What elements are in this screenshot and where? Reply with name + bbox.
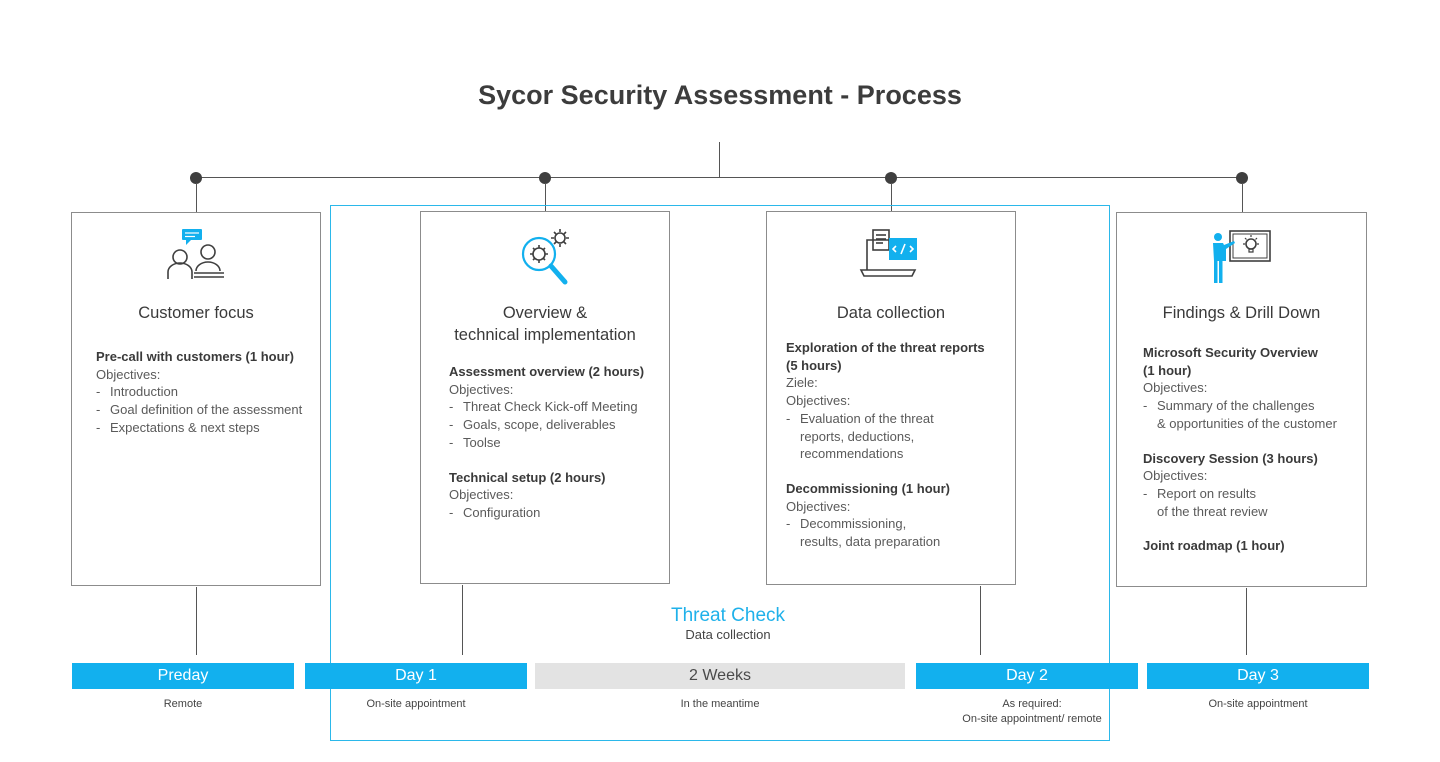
customer-chat-icon	[72, 227, 320, 287]
card-customer-focus: Customer focus Pre-call with customers (…	[71, 212, 321, 586]
section-heading: Discovery Session (3 hours)	[1143, 450, 1318, 466]
presenter-board-icon	[1117, 227, 1366, 287]
card-title-line: Data collection	[836, 304, 946, 322]
bullet-item-continuation: results, data preparation	[800, 534, 941, 550]
page-title: Sycor Security Assessment - Process	[478, 80, 962, 110]
timeline-sub-day3: On-site appointment	[1208, 698, 1308, 710]
timeline-connector	[1246, 588, 1247, 655]
section-line: Objectives:	[449, 487, 514, 503]
laptop-code-icon	[767, 226, 1015, 286]
timeline-bar-day2: Day 2	[916, 663, 1138, 689]
card-title-line: technical implementation	[454, 326, 636, 344]
section-line: Objectives:	[786, 498, 851, 514]
section-heading: Joint roadmap (1 hour)	[1143, 538, 1285, 554]
threat-check-frame	[330, 205, 1110, 741]
timeline-sub-2weeks: In the meantime	[680, 698, 760, 710]
card-title-line: Findings & Drill Down	[1162, 304, 1321, 322]
card-overview: Overview & technical implementation Asse…	[420, 211, 670, 584]
threat-check-subtitle: Data collection	[685, 627, 771, 642]
timeline-sub-day1: On-site appointment	[366, 698, 466, 710]
timeline-bar-day3: Day 3	[1147, 663, 1369, 689]
connector-drop	[1242, 183, 1243, 212]
bullet-item: -Configuration	[449, 504, 541, 520]
timeline-connector	[196, 587, 197, 655]
timeline-connector	[462, 585, 463, 655]
connector-dot	[539, 172, 551, 184]
section-heading: (1 hour)	[1143, 362, 1192, 378]
section-line: Objectives:	[786, 393, 851, 409]
section-heading: (5 hours)	[786, 357, 842, 373]
connector-dot	[885, 172, 897, 184]
connector-dot	[190, 172, 202, 184]
timeline-bar-day1: Day 1	[305, 663, 527, 689]
connector-drop	[545, 183, 546, 211]
bullet-item-continuation: & opportunities of the customer	[1157, 415, 1337, 431]
timeline-sub-day2: As required: On-site appointment/ remote	[962, 698, 1102, 725]
bullet-item: -Threat Check Kick-off Meeting	[449, 399, 638, 415]
connector-dot	[1236, 172, 1248, 184]
card-findings: Findings & Drill Down Microsoft Security…	[1116, 212, 1367, 587]
section-line: Objectives:	[1143, 380, 1208, 396]
section-heading: Decommissioning (1 hour)	[786, 480, 950, 496]
section-heading: Microsoft Security Overview	[1143, 345, 1318, 360]
timeline-bar-preday: Preday	[72, 663, 294, 689]
card-title-line: Customer focus	[138, 304, 254, 322]
connector-drop	[891, 183, 892, 211]
magnifier-gear-icon	[421, 226, 669, 286]
connector-drop	[196, 183, 197, 212]
bullet-item-continuation: reports, deductions,	[800, 428, 915, 444]
connector-bus	[196, 177, 1243, 178]
bullet-item: -Decommissioning,	[786, 516, 907, 532]
timeline-bar-2weeks: 2 Weeks	[535, 663, 905, 689]
section-line: Objectives:	[1143, 468, 1208, 484]
section-heading: Assessment overview (2 hours)	[449, 364, 645, 379]
threat-check-name: Threat Check	[670, 605, 786, 626]
bullet-item: -Toolse	[449, 434, 501, 450]
card-title-line: Overview &	[502, 304, 588, 322]
section-heading: Pre-call with customers (1 hour)	[96, 349, 294, 364]
threat-check-label: Threat Check Data collection	[628, 605, 828, 643]
section-line: Objectives:	[96, 366, 161, 382]
bullet-item: -Report on results	[1143, 485, 1256, 501]
section-heading: Technical setup (2 hours)	[449, 469, 606, 485]
section-heading: Exploration of the threat reports	[786, 340, 985, 355]
bullet-item: -Evaluation of the threat	[786, 410, 934, 426]
section-line: Ziele:	[786, 375, 818, 391]
bullet-item: -Introduction	[96, 384, 178, 400]
bullet-item: -Goal definition of the assessment	[96, 402, 303, 418]
bullet-item: -Summary of the challenges	[1143, 398, 1315, 414]
timeline-connector	[980, 586, 981, 655]
bullet-item: -Goals, scope, deliverables	[449, 417, 616, 433]
bullet-item: -Expectations & next steps	[96, 419, 260, 435]
section-line: Objectives:	[449, 381, 514, 397]
timeline-sub-preday: Remote	[163, 698, 203, 710]
card-data-collection: Data collection Exploration of the threa…	[766, 211, 1016, 585]
connector-stem	[719, 142, 720, 178]
bullet-item-continuation: of the threat review	[1157, 503, 1268, 519]
bullet-item-continuation: recommendations	[800, 446, 904, 462]
